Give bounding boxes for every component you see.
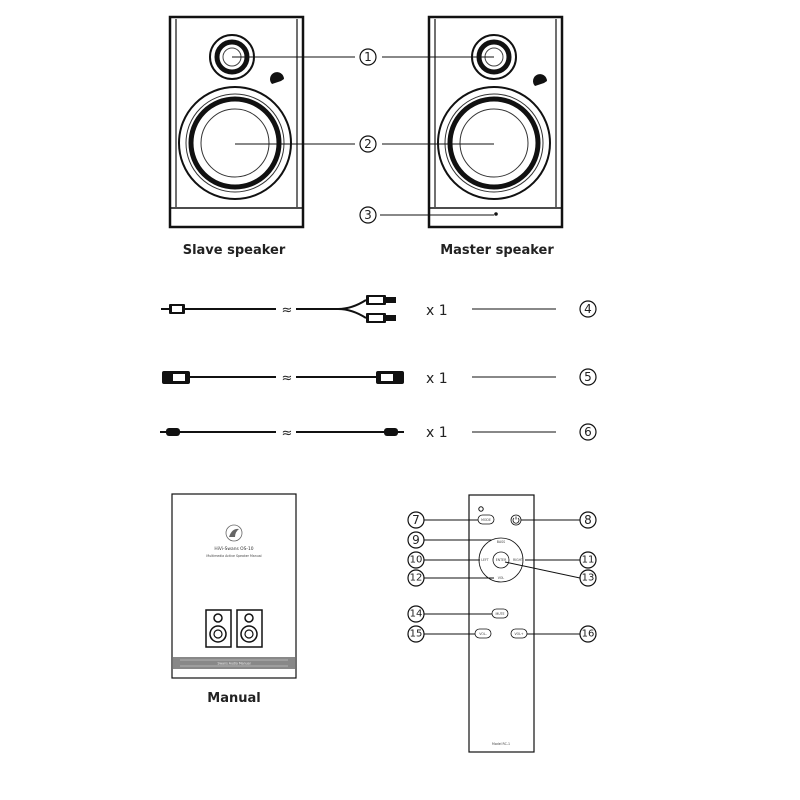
master-logo-icon xyxy=(533,74,547,86)
svg-text:8: 8 xyxy=(584,513,592,527)
svg-text:11: 11 xyxy=(582,555,595,566)
master-woofer xyxy=(437,86,551,200)
power-indicator-led xyxy=(494,212,498,216)
callout-15: 15 xyxy=(407,625,425,643)
svg-text:MUTE: MUTE xyxy=(495,612,504,616)
master-speaker xyxy=(427,15,564,229)
slave-speaker xyxy=(168,15,305,229)
svg-text:13: 13 xyxy=(582,573,595,584)
callout-2: 2 xyxy=(359,135,377,153)
slave-speaker-label: Slave speaker xyxy=(183,243,286,258)
callout-5: 5 xyxy=(579,368,597,386)
master-speaker-label: Master speaker xyxy=(440,243,554,258)
svg-text:6: 6 xyxy=(584,425,592,439)
svg-text:4: 4 xyxy=(584,302,592,316)
remote-center-button xyxy=(492,551,510,569)
svg-text:3: 3 xyxy=(364,208,372,222)
callout-7: 7 xyxy=(407,511,425,529)
callout-14: 14 xyxy=(407,605,425,623)
cable-optical: ≈ xyxy=(160,426,404,441)
manual-subtitle: Multimedia Active Speaker Manual xyxy=(206,554,261,558)
manual-booklet: HiVi-Swans OS-10 Multimedia Active Speak… xyxy=(171,493,297,679)
cable-5-quantity: x 1 xyxy=(426,371,448,387)
svg-text:ENTER: ENTER xyxy=(496,558,507,562)
svg-text:≈: ≈ xyxy=(282,371,293,386)
cable-4-quantity: x 1 xyxy=(426,303,448,319)
svg-text:7: 7 xyxy=(412,513,420,527)
cable-speaker-link: ≈ xyxy=(162,371,404,386)
svg-text:12: 12 xyxy=(410,573,423,584)
cable-6-quantity: x 1 xyxy=(426,425,448,441)
callout-9: 9 xyxy=(407,531,425,549)
svg-text:≈: ≈ xyxy=(282,426,293,441)
callout-13: 13 xyxy=(579,569,597,587)
manual-title: HiVi-Swans OS-10 xyxy=(214,546,253,552)
manual-label: Manual xyxy=(207,691,260,706)
callout-11: 11 xyxy=(579,551,597,569)
remote-right-label: RIGHT xyxy=(513,558,523,562)
svg-text:9: 9 xyxy=(412,533,420,547)
remote-footer-text: Model RC-1 xyxy=(492,742,510,746)
svg-text:10: 10 xyxy=(410,555,423,566)
svg-text:VOL+: VOL+ xyxy=(514,632,523,636)
callout-8: 8 xyxy=(579,511,597,529)
svg-text:VOL-: VOL- xyxy=(479,632,487,636)
svg-text:2: 2 xyxy=(364,137,372,151)
svg-text:5: 5 xyxy=(584,370,592,384)
svg-text:1: 1 xyxy=(364,50,372,64)
svg-text:15: 15 xyxy=(410,629,423,640)
svg-text:≈: ≈ xyxy=(282,303,293,318)
svg-text:Swans Audio Manual: Swans Audio Manual xyxy=(218,662,251,666)
slave-woofer xyxy=(178,86,292,200)
remote-control: MODE ENTER BASS LEFT RIGHT VOL MUTE VOL-… xyxy=(468,494,535,753)
remote-down-label: VOL xyxy=(498,576,505,580)
remote-up-label: BASS xyxy=(497,540,505,544)
callout-1: 1 xyxy=(359,48,377,66)
svg-text:14: 14 xyxy=(410,609,423,620)
callout-3: 3 xyxy=(359,206,377,224)
callout-12: 12 xyxy=(407,569,425,587)
slave-logo-icon xyxy=(270,72,284,84)
callout-4: 4 xyxy=(579,300,597,318)
remote-left-label: LEFT xyxy=(481,558,489,562)
callout-10: 10 xyxy=(407,551,425,569)
svg-text:16: 16 xyxy=(582,629,595,640)
remote-ir-window-icon xyxy=(478,506,484,512)
callout-6: 6 xyxy=(579,423,597,441)
callout-16: 16 xyxy=(579,625,597,643)
manual-speaker-illustration xyxy=(205,609,263,648)
cable-3-5mm-to-rca: ≈ xyxy=(161,295,396,323)
svg-text:MODE: MODE xyxy=(481,518,491,522)
